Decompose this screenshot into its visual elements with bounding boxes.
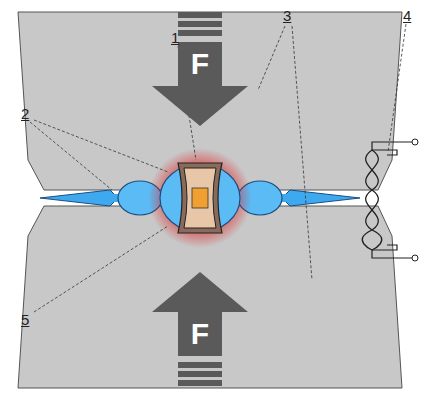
arrow-bar [178,380,222,386]
arrow-bar [178,30,222,36]
leader-line [34,120,168,172]
force-arrow: F [150,270,250,386]
wire [372,250,412,258]
force-label: F [191,49,209,79]
leader-line [30,122,112,190]
force-arrow-shape [152,42,248,126]
heater [184,168,216,228]
arrow-bar [178,21,222,27]
callout-number: 4 [402,8,412,23]
force-arrow-shape [152,272,248,356]
force-arrow: F [150,12,250,128]
central-cavity [160,164,240,232]
callout-number: 5 [20,312,30,327]
gasket-wedge [40,190,118,206]
terminal [412,255,418,261]
callout-number: 2 [20,106,30,121]
leader-line [34,226,168,312]
callout-number: 3 [282,8,292,23]
wire [372,142,412,150]
heat-glow [148,148,252,248]
terminal [412,139,418,145]
coil [366,150,382,250]
arrow-bar [178,362,222,368]
arrow-bar [178,371,222,377]
arrow-bar [178,12,222,18]
force-label: F [191,319,209,349]
gasket-wedge [282,190,360,206]
sample [192,188,208,208]
leader-line [388,24,406,152]
container [178,163,222,233]
leader-line [258,26,285,90]
callout-number: 1 [170,30,180,45]
leader-line [292,26,312,280]
